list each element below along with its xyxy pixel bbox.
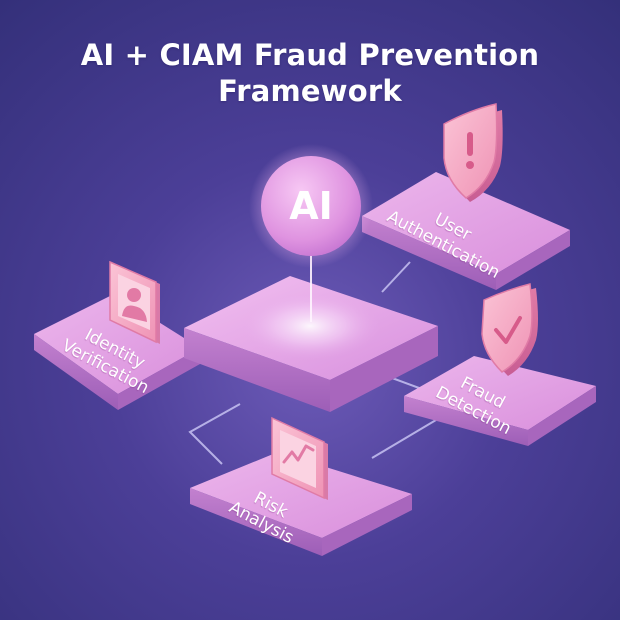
ai-hub-label: AI (289, 184, 333, 228)
diagram-title-line-2: Framework (218, 74, 402, 108)
person-id-icon (109, 260, 160, 344)
shield-check-icon (481, 283, 538, 376)
ai-orb (261, 156, 361, 256)
tile-fraud-detection (404, 356, 596, 446)
central-hub-platform (184, 144, 438, 412)
connector-hub-to-risk-analysis (188, 403, 241, 465)
tile-identity-verification (34, 294, 200, 410)
trend-chart-icon (271, 416, 328, 500)
hub-glow (240, 292, 380, 360)
tile-risk-analysis (190, 452, 412, 556)
diagram-title-line-1: AI + CIAM Fraud Prevention (80, 38, 540, 72)
connector-hub-to-user-authentication (381, 261, 411, 293)
tile-user-authentication (362, 172, 570, 290)
shield-alert-icon (443, 103, 503, 202)
connector-fraud-to-risk (371, 419, 437, 459)
